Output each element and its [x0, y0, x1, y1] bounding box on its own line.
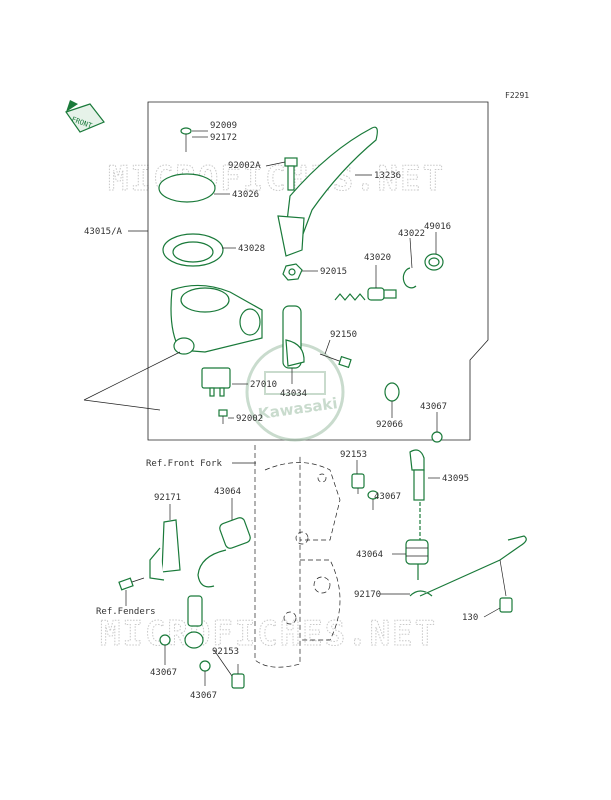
label-92150: 92150: [330, 330, 357, 340]
leader-lines: [125, 130, 501, 686]
label-43067-lower-left: 43067: [150, 668, 177, 678]
label-92153-bottom: 92153: [212, 647, 239, 657]
brake-switch: [201, 367, 231, 397]
label-92009: 92009: [210, 121, 237, 131]
snap-ring: [402, 267, 417, 289]
label-ref-front-fork: Ref.Front Fork: [146, 459, 222, 469]
label-43028: 43028: [238, 244, 265, 254]
label-49016: 49016: [424, 222, 451, 232]
label-130: 130: [462, 613, 478, 623]
dust-boot: [424, 253, 444, 271]
hose-fitting: [409, 449, 425, 501]
grommet-left: [219, 517, 251, 549]
piston-assembly: [334, 287, 397, 301]
banjo-bolt-92153-bottom: [231, 664, 245, 689]
washer-43067-lower-left: [159, 634, 171, 646]
figure-id: F2291: [505, 91, 529, 100]
label-92015: 92015: [320, 267, 347, 277]
bolt-left-fender: [118, 577, 145, 591]
label-43015A: 43015/A: [84, 227, 123, 237]
washer-43067-lower: [199, 660, 211, 672]
screw-92009: [180, 127, 192, 152]
clamp-92170: [409, 590, 433, 597]
cap-92066: [384, 382, 400, 402]
label-43064-right: 43064: [356, 550, 383, 560]
label-92066: 92066: [376, 420, 403, 430]
assembly-box: [147, 101, 489, 441]
label-43064-left: 43064: [214, 487, 241, 497]
diaphragm: [162, 233, 224, 267]
label-92170: 92170: [354, 590, 381, 600]
brake-lever: [277, 126, 378, 257]
label-43067-right: 43067: [420, 402, 447, 412]
label-ref-fenders: Ref.Fenders: [96, 607, 156, 617]
front-fork-ref: [254, 445, 341, 668]
hose-end-left: [184, 595, 204, 649]
label-92002: 92002: [236, 414, 263, 424]
label-13236: 13236: [374, 171, 401, 181]
label-43095: 43095: [442, 474, 469, 484]
bracket-92171: [149, 519, 181, 581]
grommet-right: [405, 539, 429, 565]
front-arrow-icon: FRONT: [65, 100, 105, 133]
clamp: [282, 305, 305, 369]
screw-92002: [218, 409, 228, 424]
label-27010: 27010: [250, 380, 277, 390]
washer-43067-right: [431, 431, 443, 443]
banjo-bolt-92153-top: [351, 473, 365, 494]
nut-92015: [282, 263, 303, 281]
label-92171: 92171: [154, 493, 181, 503]
master-cylinder-body: [170, 284, 263, 355]
label-92153-top: 92153: [340, 450, 367, 460]
label-43067-lower: 43067: [190, 691, 217, 701]
label-43034: 43034: [280, 389, 307, 399]
body-ref-line: [83, 351, 181, 401]
brake-hose-left: [197, 549, 227, 588]
watermark-bottom: MICROFICHES.NET: [100, 614, 437, 654]
bolt-92150: [319, 353, 352, 369]
reservoir-cap: [158, 173, 216, 203]
label-43022: 43022: [398, 229, 425, 239]
label-43026: 43026: [232, 190, 259, 200]
label-92002A: 92002A: [228, 161, 261, 171]
bracket-130: [419, 535, 527, 613]
label-92172: 92172: [210, 133, 237, 143]
label-43067-mid: 43067: [374, 492, 401, 502]
label-43020: 43020: [364, 253, 391, 263]
